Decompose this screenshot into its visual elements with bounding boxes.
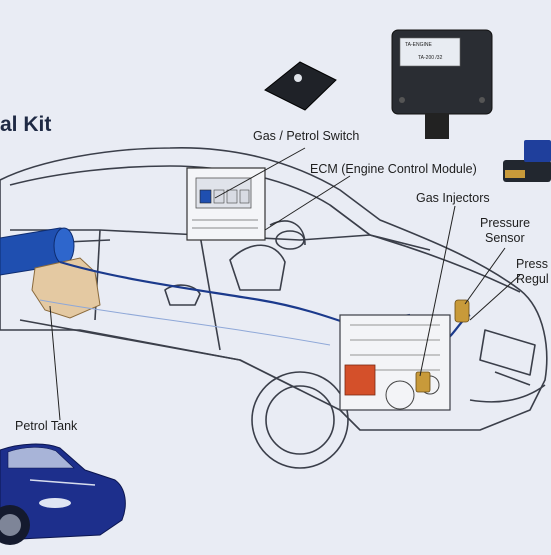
page-title: al Kit — [0, 113, 52, 136]
label-pressure-sensor-line1: Pressure — [480, 216, 531, 230]
pressure-regulator-part — [503, 140, 551, 182]
honda-car — [0, 443, 126, 545]
ecu-model-text: TA-200 /32 — [418, 55, 443, 61]
label-pressure-regulator-line1: Press — [516, 257, 548, 271]
label-pressure-regulator-line2: Regul — [516, 272, 549, 286]
pressure-sensor — [454, 299, 470, 323]
ecu-box — [391, 29, 493, 139]
label-gas-injectors: Gas Injectors — [416, 191, 490, 205]
dashboard-inset — [186, 167, 266, 241]
gas-injectors — [415, 371, 431, 393]
label-gas-petrol-switch: Gas / Petrol Switch — [253, 129, 360, 143]
label-petrol-tank: Petrol Tank — [15, 419, 78, 433]
label-pressure-sensor-line2: Sensor — [485, 231, 525, 245]
switch-unit — [264, 61, 337, 111]
ecu-brand-text: TA-ENGINE — [405, 42, 432, 48]
leader-lines — [49, 147, 521, 421]
fuel-line-thin — [39, 299, 331, 346]
petrol-tank — [31, 257, 101, 319]
label-ecm: ECM (Engine Control Module) — [310, 162, 477, 176]
engine — [339, 314, 451, 411]
